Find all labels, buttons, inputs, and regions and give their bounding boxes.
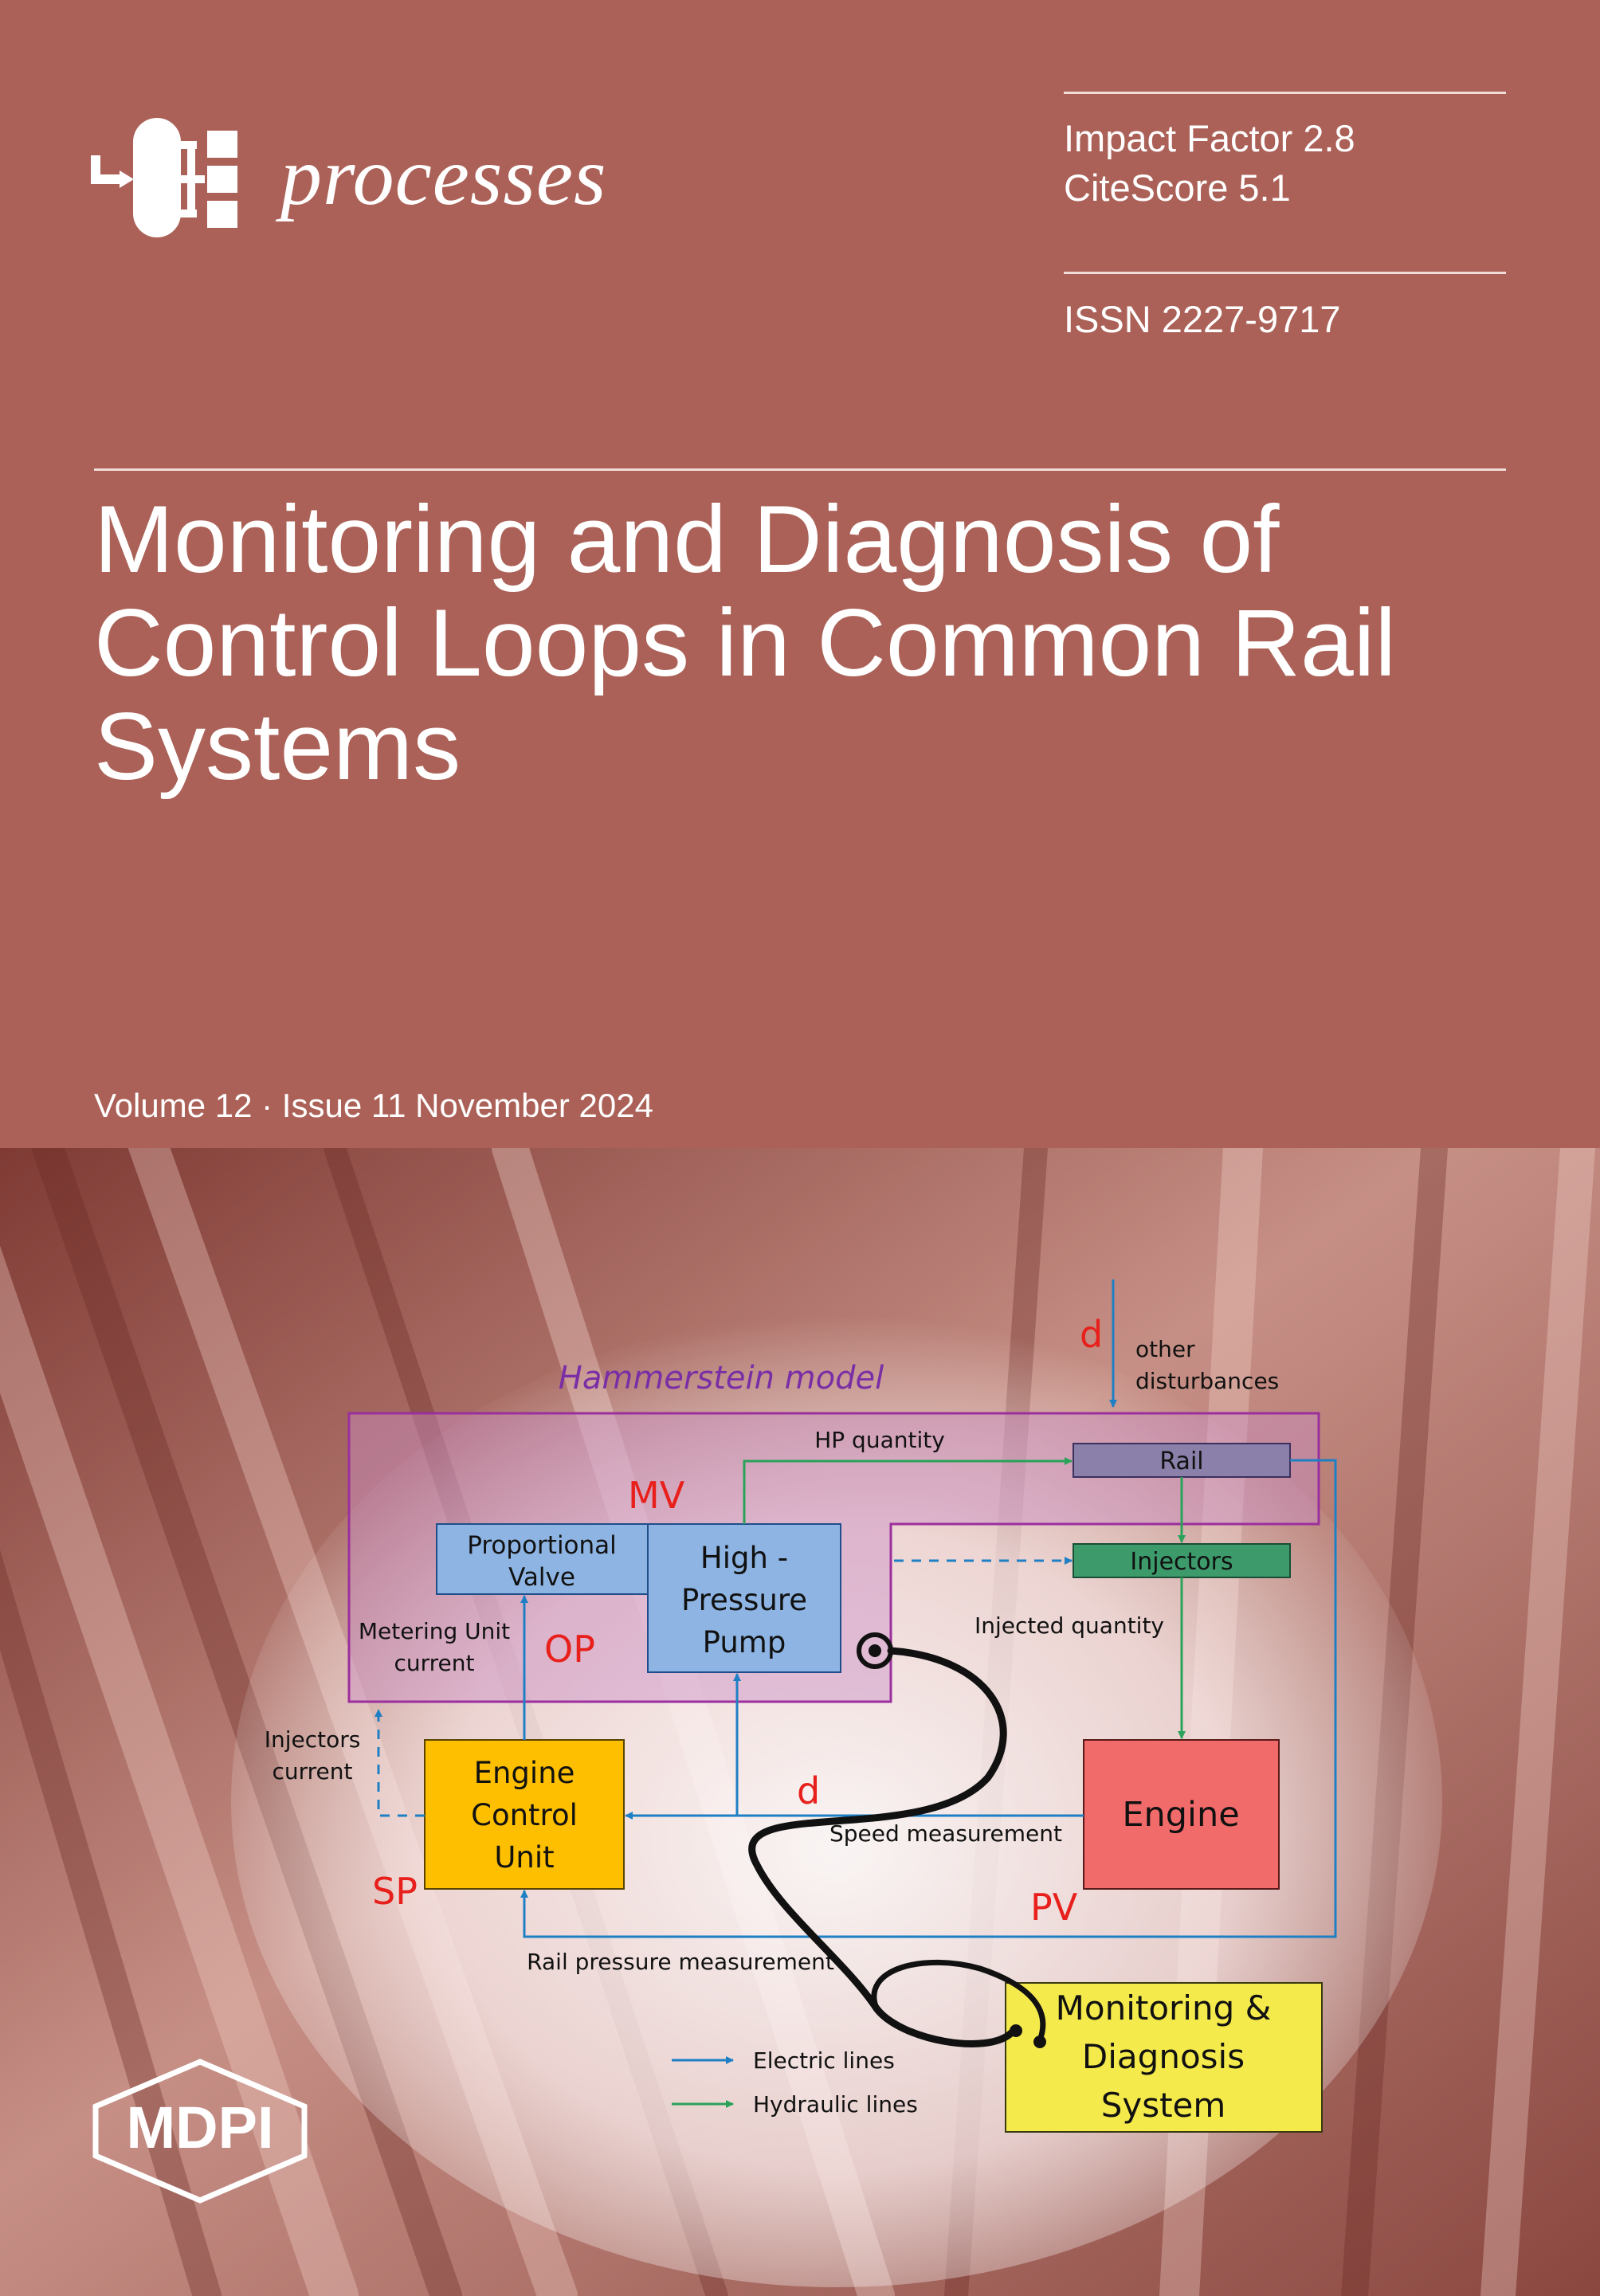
pump-label: Pressure — [681, 1583, 807, 1617]
impact-factor: Impact Factor 2.8 — [1064, 117, 1355, 159]
ecu-label: Unit — [494, 1840, 554, 1875]
injectors-label: Injectors — [1130, 1548, 1233, 1576]
pump-label: Pump — [703, 1625, 786, 1659]
cover-artwork: Hammerstein model Proportional Valve Hig… — [0, 1148, 1600, 2296]
monitoring-label: Monitoring & — [1056, 1988, 1272, 2028]
mdpi-logo-text: MDPI — [127, 2094, 274, 2161]
metering-unit-label: Metering Unit — [359, 1618, 510, 1644]
disturbances-label: disturbances — [1135, 1368, 1279, 1394]
rail-pressure-label: Rail pressure measurement — [527, 1949, 834, 1975]
electric-line-rail-pressure — [520, 1459, 1337, 1938]
article-title: Monitoring and Diagnosis of Control Loop… — [94, 488, 1544, 798]
diagram-legend: Electric lines Hydraulic lines — [672, 2047, 918, 2118]
proportional-valve-label: Valve — [508, 1563, 575, 1592]
high-pressure-pump-block — [647, 1523, 841, 1673]
issn: ISSN 2227-9717 — [1064, 298, 1341, 340]
title-rule — [94, 468, 1506, 471]
injectors-current-label: current — [272, 1758, 352, 1785]
citescore: CiteScore 5.1 — [1064, 167, 1291, 209]
disturbances-label: other — [1135, 1336, 1195, 1362]
proportional-valve-block — [436, 1523, 649, 1595]
issue-info: Volume 12 · Issue 11 November 2024 — [94, 1087, 653, 1124]
article-title-line: Systems — [94, 693, 461, 800]
engine-label: Engine — [1122, 1795, 1239, 1835]
pump-label: High - — [700, 1541, 788, 1575]
monitoring-diagnosis-block — [1005, 1982, 1323, 2133]
stethoscope-icon — [748, 1632, 1046, 2048]
ecu-label: Engine — [474, 1756, 575, 1790]
article-title-line: Control Loops in Common Rail — [94, 590, 1397, 696]
signal-pv: PV — [1030, 1886, 1078, 1929]
signal-d-mid: d — [797, 1769, 820, 1812]
proportional-valve-label: Proportional — [467, 1531, 617, 1560]
metering-unit-label: current — [394, 1650, 474, 1676]
signal-sp: SP — [372, 1870, 418, 1913]
ecu-label: Control — [471, 1798, 578, 1832]
injectors-current-label: Injectors — [265, 1726, 361, 1753]
signal-op: OP — [544, 1628, 595, 1671]
monitoring-label: Diagnosis — [1082, 2037, 1245, 2076]
hydraulic-line-hp-quantity — [743, 1457, 1073, 1524]
hammerstein-label: Hammerstein model — [559, 1360, 884, 1397]
signal-d-top: d — [1080, 1313, 1103, 1356]
engine-control-unit-block — [424, 1739, 625, 1890]
legend-hydraulic-label: Hydraulic lines — [753, 2091, 918, 2118]
journal-name: processes — [280, 131, 607, 222]
mdpi-logo-icon: MDPI — [92, 2059, 308, 2204]
article-title-line: Monitoring and Diagnosis of — [94, 486, 1280, 593]
cover-illustration: Hammerstein model Proportional Valve Hig… — [0, 1148, 1600, 2296]
cover-header-panel: processes Impact Factor 2.8 CiteScore 5.… — [91, 92, 1544, 1124]
rail-block — [1073, 1443, 1291, 1478]
monitoring-label: System — [1101, 2086, 1226, 2125]
metrics-top-rule — [1064, 92, 1506, 94]
hp-quantity-label: HP quantity — [814, 1427, 945, 1453]
injectors-block — [1073, 1543, 1291, 1578]
legend-electric-label: Electric lines — [753, 2047, 895, 2074]
signal-mv: MV — [628, 1474, 685, 1517]
metrics-bottom-rule — [1064, 272, 1506, 274]
injected-quantity-label: Injected quantity — [975, 1612, 1164, 1639]
speed-measurement-label: Speed measurement — [829, 1820, 1062, 1847]
engine-block — [1083, 1739, 1280, 1890]
processes-logo-icon — [91, 118, 237, 237]
rail-label: Rail — [1159, 1448, 1203, 1475]
